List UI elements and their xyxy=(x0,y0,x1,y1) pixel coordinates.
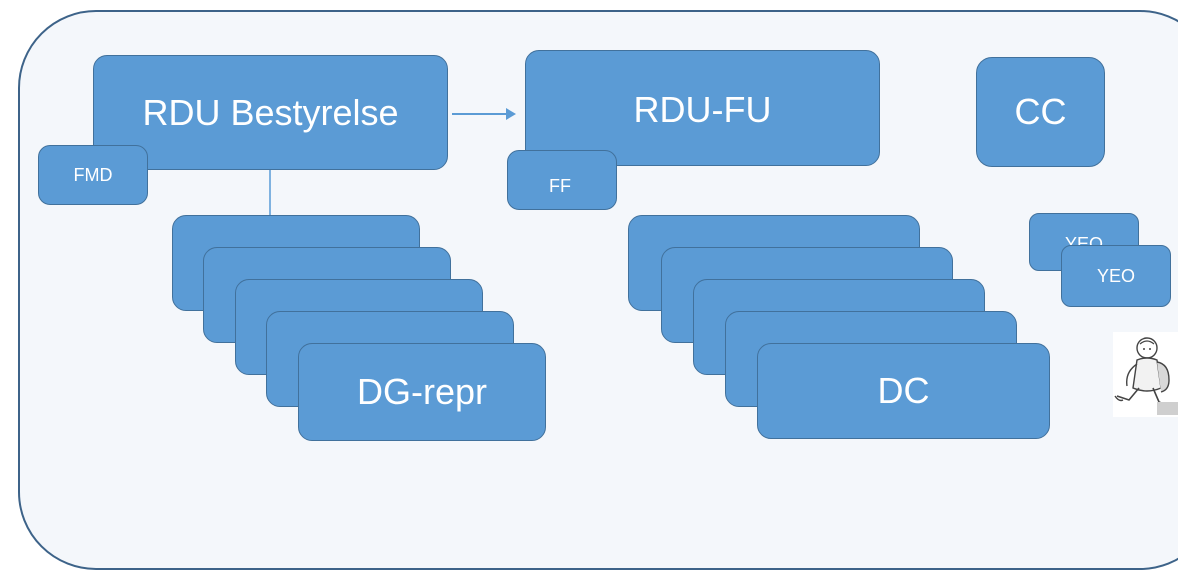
cc-box: CC xyxy=(976,57,1105,167)
walking-person-clipart xyxy=(1113,332,1178,417)
yeo-front-box: YEO xyxy=(1061,245,1171,307)
fmd-box: FMD xyxy=(38,145,148,205)
dc-box: DC xyxy=(757,343,1050,439)
dg-repr-box: DG-repr xyxy=(298,343,546,441)
rdu-fu-box: RDU-FU xyxy=(525,50,880,166)
ff-box: FF xyxy=(507,150,617,210)
rdu-bestyrelse-box: RDU Bestyrelse xyxy=(93,55,448,170)
